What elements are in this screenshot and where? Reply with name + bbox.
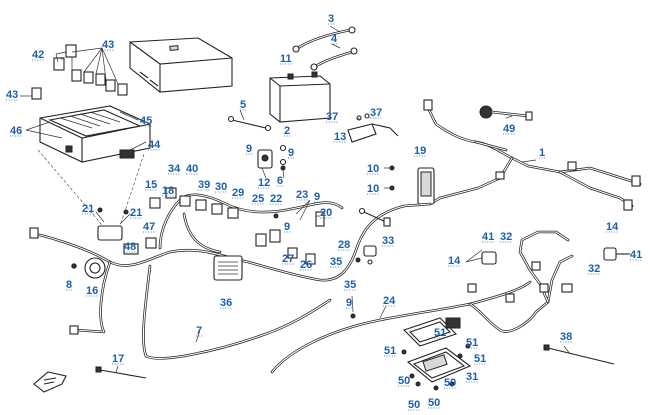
callout-22: 22 xyxy=(270,193,282,205)
callout-46: 46 xyxy=(10,125,22,137)
callout-51: 51 xyxy=(434,327,446,339)
callout-9: 9 xyxy=(314,191,320,203)
ground-strap xyxy=(227,115,272,132)
callout-17: 17 xyxy=(112,353,124,365)
connectors-row xyxy=(97,187,325,265)
callout-51: 51 xyxy=(474,353,486,365)
callout-4: 4 xyxy=(331,33,338,45)
callout-20: 20 xyxy=(320,207,332,219)
callout-29: 29 xyxy=(232,187,244,199)
callout-37: 37 xyxy=(326,111,338,123)
callout-16: 16 xyxy=(86,285,98,297)
callout-10: 10 xyxy=(367,163,379,175)
callout-25: 25 xyxy=(252,193,264,205)
horn-8 xyxy=(84,257,106,279)
callout-23: 23 xyxy=(296,189,308,201)
harness-main xyxy=(29,193,432,360)
callout-48: 48 xyxy=(124,241,136,253)
callout-7: 7 xyxy=(196,325,202,337)
callout-28: 28 xyxy=(338,239,350,251)
callout-50: 50 xyxy=(428,397,440,409)
callout-9: 9 xyxy=(288,147,294,159)
callout-24: 24 xyxy=(383,295,396,307)
battery-cables xyxy=(292,26,358,71)
callout-50: 50 xyxy=(408,399,420,411)
callout-32: 32 xyxy=(500,231,512,243)
callout-44: 44 xyxy=(148,139,161,151)
harness-24 xyxy=(270,230,574,374)
callout-9: 9 xyxy=(246,143,252,155)
callout-21: 21 xyxy=(82,203,94,215)
callout-51: 51 xyxy=(384,345,396,357)
callout-31: 31 xyxy=(466,371,478,383)
callout-6: 6 xyxy=(277,175,283,187)
callout-8: 8 xyxy=(66,279,72,291)
callout-34: 34 xyxy=(168,163,181,175)
callout-26: 26 xyxy=(300,259,312,271)
callout-42: 42 xyxy=(32,49,44,61)
callout-18: 18 xyxy=(162,185,174,197)
callout-14: 14 xyxy=(606,221,619,233)
callout-12: 12 xyxy=(258,177,270,189)
cable-tie-17 xyxy=(95,366,147,379)
fuse-box-base xyxy=(39,105,151,163)
callout-47: 47 xyxy=(143,221,155,233)
callout-40: 40 xyxy=(186,163,198,175)
callout-41: 41 xyxy=(482,231,494,243)
callout-38: 38 xyxy=(560,331,572,343)
switch-group-28 xyxy=(363,245,377,265)
callout-15: 15 xyxy=(145,179,157,191)
relays xyxy=(31,44,128,100)
ecu-module xyxy=(402,317,461,347)
callout-51: 51 xyxy=(466,337,478,349)
callout-9: 9 xyxy=(284,221,290,233)
callout-9: 9 xyxy=(346,297,352,309)
callout-30: 30 xyxy=(215,181,227,193)
callout-50: 50 xyxy=(398,375,410,387)
callout-43: 43 xyxy=(6,89,18,101)
callout-37: 37 xyxy=(370,107,382,119)
control-module-19 xyxy=(417,167,435,205)
callout-21: 21 xyxy=(130,207,142,219)
ecu-bracket-31 xyxy=(406,347,472,383)
callout-13: 13 xyxy=(334,131,346,143)
callout-49: 49 xyxy=(503,123,515,135)
leader-lines xyxy=(20,25,622,373)
cable-tie-38 xyxy=(543,344,615,365)
callout-19: 19 xyxy=(414,145,426,157)
callout-3: 3 xyxy=(328,13,334,25)
callout-27: 27 xyxy=(282,253,294,265)
callout-50: 50 xyxy=(444,377,456,389)
battery xyxy=(269,71,331,123)
harness-1 xyxy=(423,99,642,211)
callout-45: 45 xyxy=(140,115,152,127)
callout-39: 39 xyxy=(198,179,210,191)
regulator-36 xyxy=(213,255,243,281)
tail-light-lead-49 xyxy=(479,105,533,121)
callout-35: 35 xyxy=(344,279,356,291)
horn-relay-13 xyxy=(347,113,399,143)
fuse-box-cover xyxy=(129,37,233,93)
sensor-33 xyxy=(358,207,391,227)
callout-36: 36 xyxy=(220,297,232,309)
switch-41 xyxy=(481,247,630,265)
callout-10: 10 xyxy=(367,183,379,195)
callout-14: 14 xyxy=(448,255,461,267)
callout-35: 35 xyxy=(330,256,342,268)
callout-33: 33 xyxy=(382,235,394,247)
bolts xyxy=(71,165,471,391)
callout-32: 32 xyxy=(588,263,600,275)
callout-41: 41 xyxy=(630,249,642,261)
callout-43: 43 xyxy=(102,39,114,51)
starter-relay xyxy=(257,144,287,169)
callout-5: 5 xyxy=(240,99,246,111)
callout-11: 11 xyxy=(280,53,292,65)
callout-2: 2 xyxy=(284,125,290,137)
callout-1: 1 xyxy=(539,147,545,159)
front-direction-arrow xyxy=(33,371,67,393)
